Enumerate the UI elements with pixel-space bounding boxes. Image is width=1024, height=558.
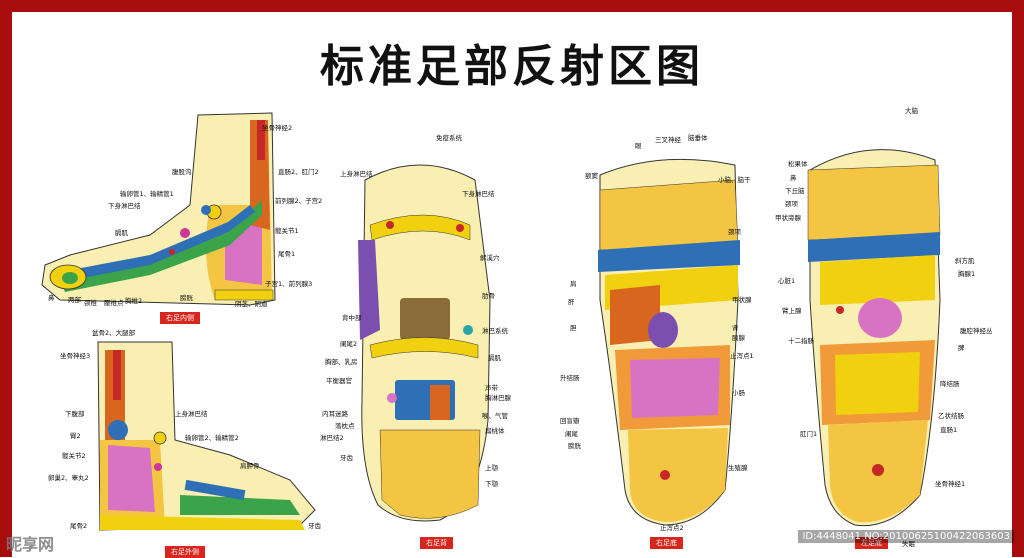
lateral-hip-node bbox=[108, 420, 128, 440]
medial-foot-diagram bbox=[42, 113, 275, 305]
dorsal-red-dot-2 bbox=[456, 224, 464, 232]
dorsal-shoulder-zone bbox=[430, 385, 450, 420]
lateral-sciatic-zone bbox=[113, 350, 121, 400]
left-sole-toes bbox=[808, 165, 940, 240]
medial-sciatic-zone bbox=[257, 120, 265, 160]
lateral-foot-diagram bbox=[98, 342, 315, 530]
medial-red-dot-1 bbox=[180, 228, 190, 238]
caption-plantar-right: 右足底 bbox=[650, 537, 683, 549]
watermark-site: 昵享网 bbox=[6, 531, 54, 555]
medial-groin-node bbox=[201, 205, 211, 215]
right-sole-diagram bbox=[598, 159, 740, 525]
left-sole-heart-zone bbox=[820, 255, 935, 305]
dorsal-toes bbox=[380, 430, 480, 518]
dorsal-red-dot-1 bbox=[386, 221, 394, 229]
left-sole-red-dot bbox=[836, 306, 844, 314]
caption-lateral: 右足外侧 bbox=[165, 546, 205, 558]
right-sole-heel bbox=[628, 428, 728, 522]
dorsal-teal-dot bbox=[463, 325, 473, 335]
dorsal-chest-zone bbox=[400, 298, 450, 340]
left-sole-insomnia-dot bbox=[872, 464, 884, 476]
dorsal-foot-diagram bbox=[358, 165, 490, 521]
caption-dorsal: 右足背 bbox=[420, 537, 453, 549]
lateral-red-dot bbox=[154, 463, 162, 471]
right-sole-intestine bbox=[630, 358, 720, 418]
dorsal-red-dot-3 bbox=[387, 393, 397, 403]
medial-red-dot-2 bbox=[169, 249, 175, 255]
medial-heel-band bbox=[215, 290, 273, 300]
left-sole-diagram bbox=[808, 150, 940, 526]
right-sole-red-dot bbox=[660, 470, 670, 480]
lateral-lymph-node bbox=[154, 432, 166, 444]
caption-medial: 右足内侧 bbox=[160, 312, 200, 324]
right-sole-kidney bbox=[648, 312, 678, 348]
left-sole-intestine bbox=[835, 352, 920, 415]
left-sole-spleen bbox=[858, 298, 902, 338]
medial-toe-nose bbox=[62, 272, 78, 284]
watermark-id: ID:4448041 NO:20100625100422063603 bbox=[798, 530, 1014, 543]
right-sole-toes bbox=[600, 180, 738, 250]
lateral-ovary-zone bbox=[108, 445, 155, 512]
